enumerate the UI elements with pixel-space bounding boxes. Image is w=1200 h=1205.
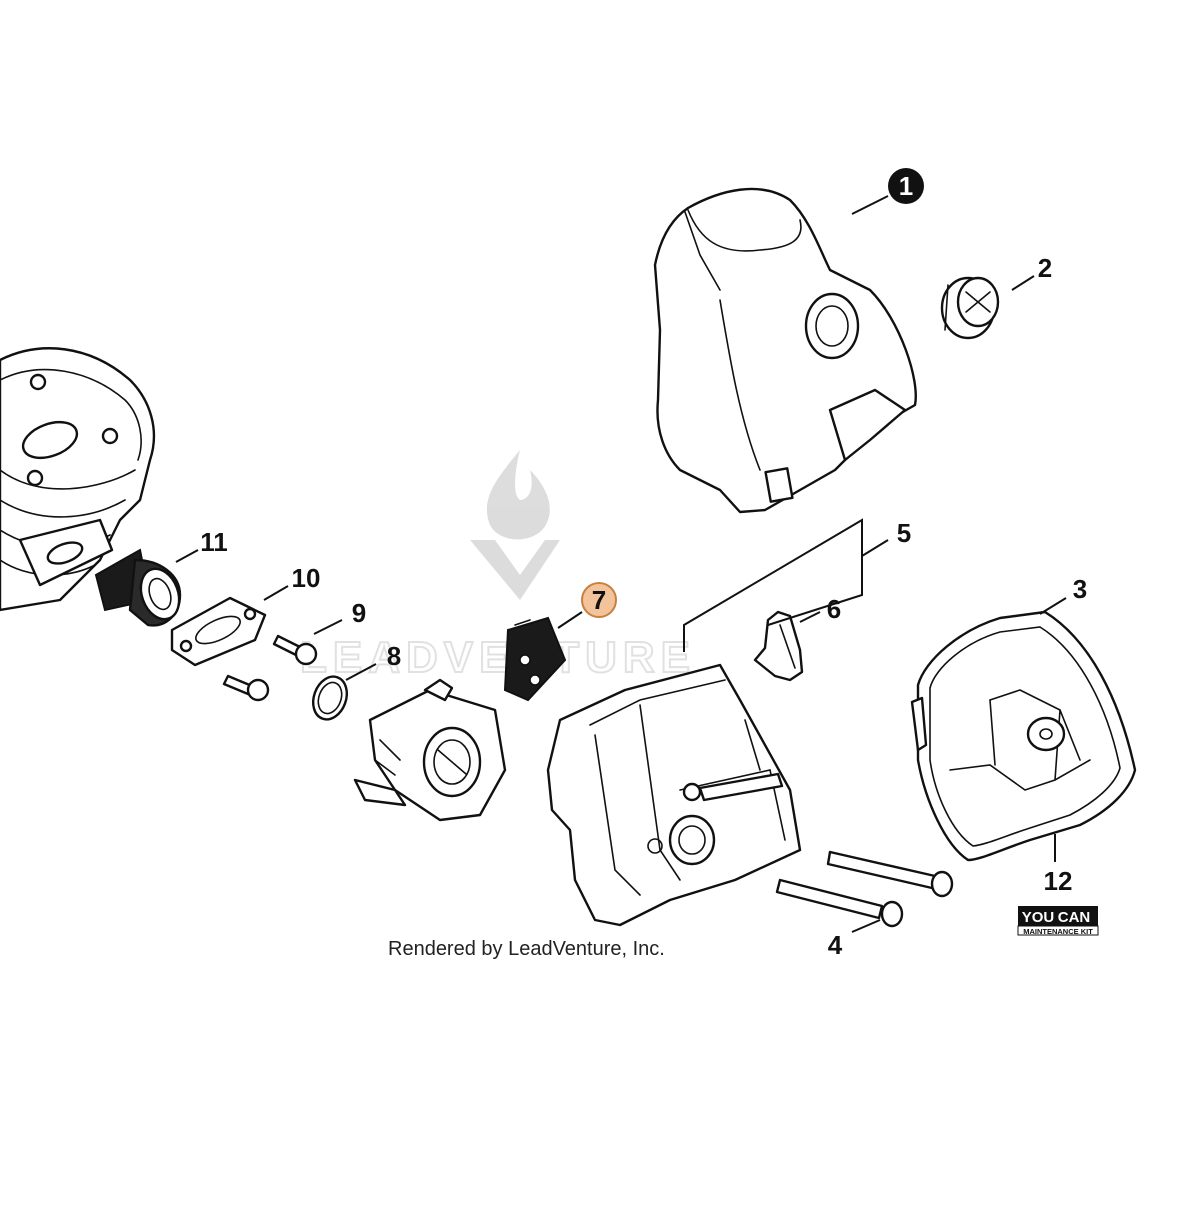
part-9-screws xyxy=(222,634,318,702)
callout-1-marker xyxy=(888,168,924,204)
part-1-shroud xyxy=(653,187,917,514)
you-can-kit-logo: YOU CAN MAINTENANCE KIT xyxy=(1017,906,1099,936)
kit-logo-you: YOU xyxy=(1022,909,1055,926)
kit-logo-subtitle: MAINTENANCE KIT xyxy=(1023,927,1093,936)
leader-2 xyxy=(1011,275,1035,291)
callout-7[interactable]: 7 xyxy=(581,582,617,618)
leader-6 xyxy=(799,611,821,623)
part-4-long-screws xyxy=(775,850,954,928)
callout-7-marker xyxy=(581,582,617,618)
callout-4-label[interactable]: 4 xyxy=(828,930,843,960)
part-5-filter-base xyxy=(546,663,802,927)
part-7-gasket-block xyxy=(503,616,567,702)
callout-10-label[interactable]: 10 xyxy=(292,563,321,593)
leader-3 xyxy=(1039,597,1067,615)
carburetor xyxy=(353,678,507,822)
part-10-flange xyxy=(170,596,267,667)
callout-6-label[interactable]: 6 xyxy=(827,594,841,624)
leader-lines xyxy=(175,195,1067,933)
leader-7 xyxy=(557,611,583,629)
callout-1-label: 1 xyxy=(899,171,913,201)
leader-5-bracket xyxy=(683,518,863,652)
part-2-knob xyxy=(940,276,1000,340)
leader-5 xyxy=(861,539,889,557)
kit-logo-can: CAN xyxy=(1058,909,1091,926)
leader-9 xyxy=(313,619,343,635)
leader-10 xyxy=(263,585,289,601)
cylinder xyxy=(0,347,156,612)
leader-1 xyxy=(851,195,889,215)
callout-5-label[interactable]: 5 xyxy=(897,518,911,548)
callout-2-label[interactable]: 2 xyxy=(1038,253,1052,283)
callout-9-label[interactable]: 9 xyxy=(352,598,366,628)
callout-1[interactable]: 1 xyxy=(888,168,924,204)
watermark-text: LEADVENTURE xyxy=(300,633,696,682)
part-11-intake-manifold xyxy=(94,548,182,627)
leader-8 xyxy=(345,663,377,681)
part-6-bracket xyxy=(753,610,804,682)
leader-11 xyxy=(175,549,199,563)
leader-4 xyxy=(851,919,881,933)
callout-8-label[interactable]: 8 xyxy=(387,641,401,671)
callout-12-label[interactable]: 12 xyxy=(1044,866,1073,896)
callout-7-label: 7 xyxy=(592,585,606,615)
callout-3-label[interactable]: 3 xyxy=(1073,574,1087,604)
part-8-o-ring xyxy=(311,675,349,721)
callout-11-label[interactable]: 11 xyxy=(200,527,228,557)
part-3-air-filter xyxy=(910,610,1137,862)
watermark: LEADVENTURE xyxy=(299,450,696,683)
render-credit: Rendered by LeadVenture, Inc. xyxy=(388,938,665,960)
